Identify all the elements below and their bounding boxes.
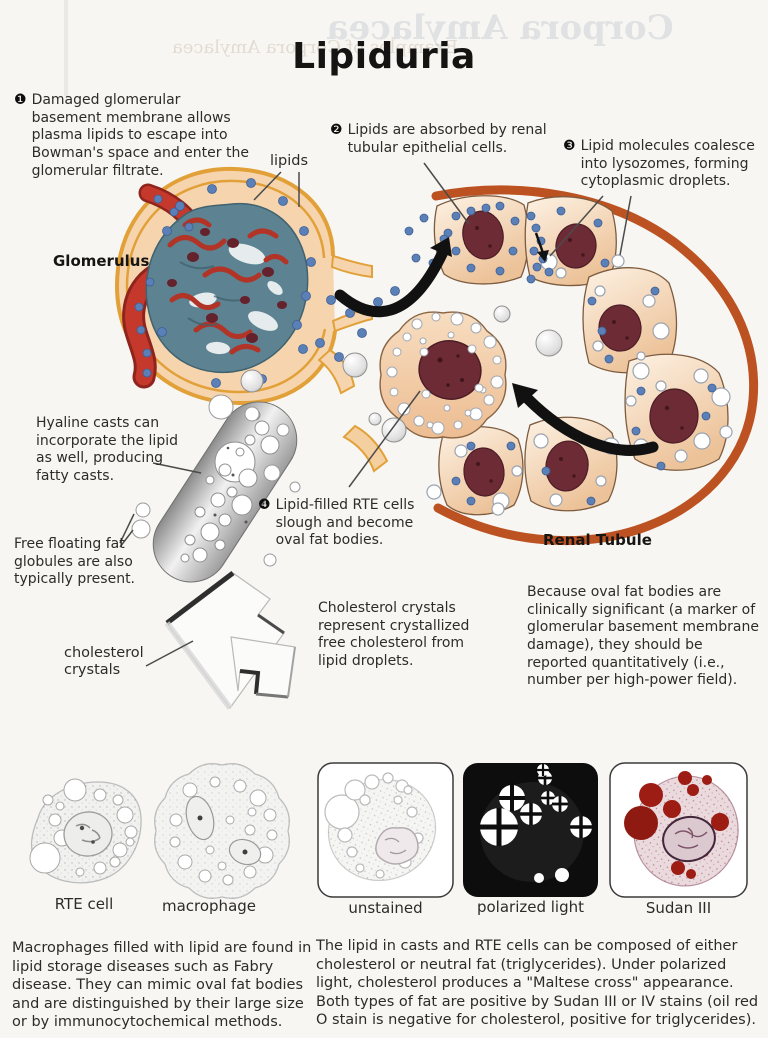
cholesterol-crystals-label: cholesterol crystals xyxy=(64,645,144,679)
flow-arrow-glomerulus-to-tubule xyxy=(334,237,452,318)
free-fat-globules xyxy=(240,305,563,443)
rte-cell-caption: RTE cell xyxy=(54,895,114,913)
unstained-panel xyxy=(317,762,454,898)
polarized-light-panel xyxy=(463,763,598,897)
unstained-caption: unstained xyxy=(348,899,423,917)
maltese-cross-droplets xyxy=(480,764,592,846)
glomerulus-illustration xyxy=(114,166,400,473)
flow-arrow-tubule-to-oval-fat-body xyxy=(512,383,659,456)
step-2-text: Lipids are absorbed by renal tubular epi… xyxy=(347,122,547,156)
oval-fat-body-illustration xyxy=(379,311,507,439)
polarized-light-caption: polarized light xyxy=(476,898,585,916)
lipids-label: lipids xyxy=(270,153,309,169)
step-1-number-badge: ❶ xyxy=(14,92,27,108)
step-1-annotation: ❶ Damaged glomerular basement membrane a… xyxy=(14,92,254,180)
sudan-positive-droplets xyxy=(624,771,729,879)
fatty-cast-illustration xyxy=(131,394,301,583)
macrophage-caption: macrophage xyxy=(161,897,257,915)
tubule-cell-nuclei xyxy=(462,210,699,497)
macrophage-illustration xyxy=(154,763,290,899)
page-title: Lipiduria xyxy=(292,36,476,77)
glomerulus-label: Glomerulus xyxy=(53,252,150,270)
step-1-text: Damaged glomerular basement membrane all… xyxy=(31,92,249,179)
step-3-text: Lipid molecules coalesce into lysozomes,… xyxy=(580,138,755,190)
scan-edge-artifact xyxy=(64,0,68,96)
step-4-annotation: ❹ Lipid-filled RTE cells slough and beco… xyxy=(258,497,428,550)
mini-arrow-icon xyxy=(534,232,549,262)
step-4-number-badge: ❹ xyxy=(258,497,271,513)
step-3-annotation: ❸ Lipid molecules coalesce into lysozome… xyxy=(563,138,763,191)
glomerular-tuft xyxy=(145,202,309,374)
step-4-text: Lipid-filled RTE cells slough and become… xyxy=(275,497,415,549)
macrophage-paragraph: Macrophages filled with lipid are found … xyxy=(12,940,312,1031)
renal-tubule-label: Renal Tubule xyxy=(543,531,652,549)
pointer-lines xyxy=(119,162,632,667)
oval-fat-bodies-note: Because oval fat bodies are clinically s… xyxy=(527,584,759,689)
lipid-droplets-blue xyxy=(134,178,400,388)
hyaline-cast-note: Hyaline casts can incorporate the lipid … xyxy=(36,415,178,484)
step-2-number-badge: ❷ xyxy=(330,122,343,138)
rte-cell-illustration xyxy=(29,778,142,884)
cholesterol-crystal-illustration xyxy=(164,571,296,710)
step-3-number-badge: ❸ xyxy=(563,138,576,154)
free-fat-note: Free floating fat globules are also typi… xyxy=(14,536,136,588)
step-2-annotation: ❷ Lipids are absorbed by renal tubular e… xyxy=(330,122,558,157)
sudan-stain-panel xyxy=(609,762,748,898)
renal-tubule-illustration xyxy=(404,185,759,546)
lipid-composition-paragraph: The lipid in casts and RTE cells can be … xyxy=(316,938,759,1029)
sudan-caption: Sudan III xyxy=(645,899,712,917)
cholesterol-note: Cholesterol crystals represent crystalli… xyxy=(318,600,470,669)
